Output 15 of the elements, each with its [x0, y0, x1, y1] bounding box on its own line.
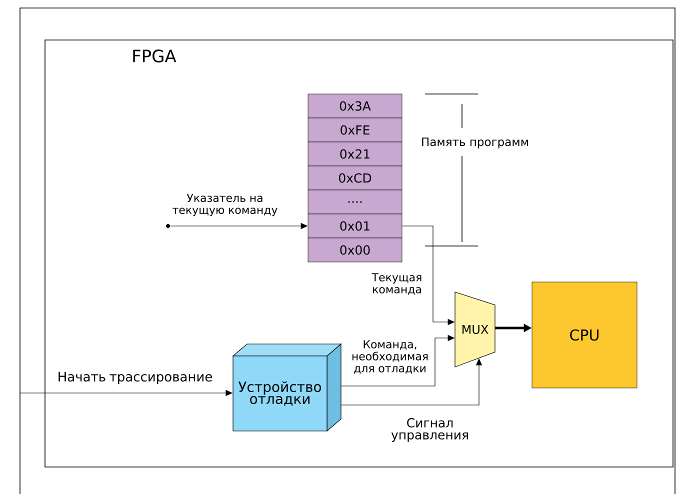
edge-label: Указатель на текущую команду [172, 194, 278, 216]
cpu-box: CPU [532, 282, 638, 388]
edge-label: Текущая команда [372, 273, 422, 295]
memory-cell: 0x01 [308, 214, 402, 238]
memory-cell: 0xFE [308, 118, 402, 142]
memory-cell: 0x00 [308, 238, 402, 262]
edge-label: Сигнал управления [391, 418, 468, 442]
edge-label: Команда, необходимая для отладки [352, 340, 428, 374]
memory-cell: 0x21 [308, 142, 402, 166]
edge-label: Начать трассирование [58, 372, 212, 384]
mux-trapezoid: MUX [454, 292, 496, 368]
bracket-label: Память программ [422, 138, 528, 148]
memory-cell: .... [308, 190, 402, 214]
memory-cell: 0x3A [308, 94, 402, 118]
memory-cell: 0xCD [308, 166, 402, 190]
